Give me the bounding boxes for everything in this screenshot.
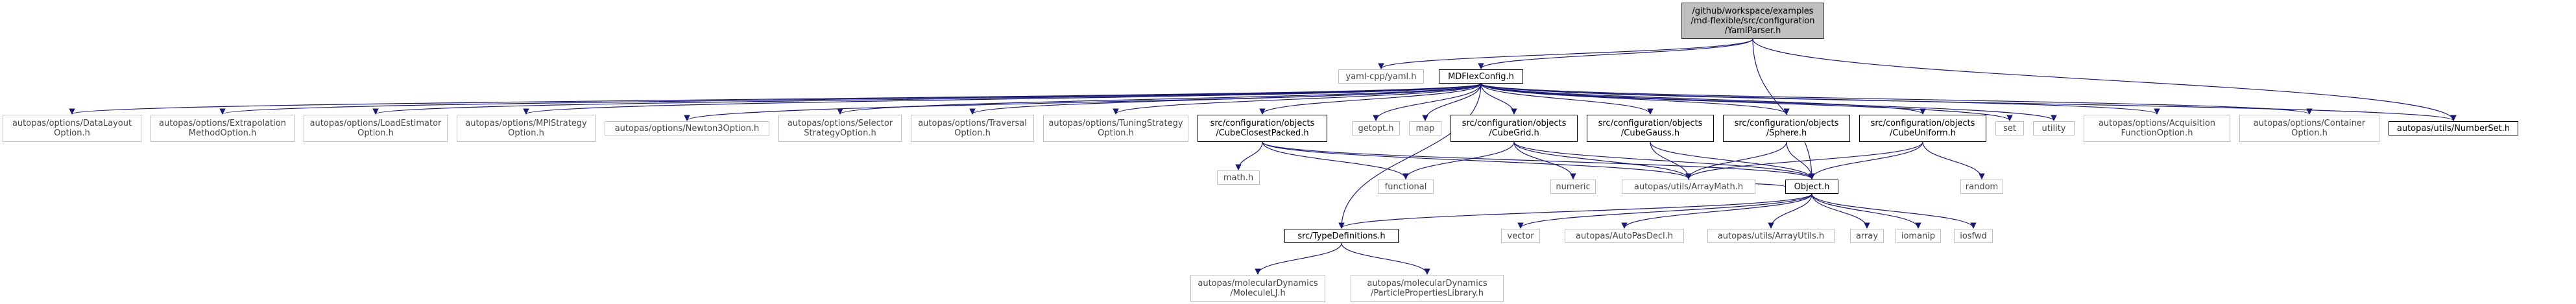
edge-mdflexconfig-to-getopt [1373, 83, 1482, 121]
node-cubegrid[interactable]: src/configuration/objects /CubeGrid.h [1451, 115, 1578, 142]
edge-mdflexconfig-to-loadestimator [372, 83, 1482, 115]
node-utility: utility [2033, 121, 2075, 135]
node-mathh: math.h [1217, 170, 1260, 185]
edge-mdflexconfig-to-container [1480, 83, 2313, 115]
edge-cubeclosest-to-functional [1262, 141, 1409, 180]
edge-cubegrid-to-numeric [1513, 141, 1576, 180]
node-vector: vector [1501, 229, 1540, 243]
edge-mdflexconfig-to-mpistrategy [523, 83, 1482, 115]
node-functional: functional [1378, 180, 1434, 194]
node-iomanip: iomanip [1896, 229, 1941, 243]
edge-cubeuniform-to-random [1922, 141, 1985, 180]
node-numberset[interactable]: autopas/utils/NumberSet.h [2389, 121, 2518, 135]
edge-mdflexconfig-to-numberset [1480, 83, 2457, 121]
edge-cubegrid-to-object [1513, 141, 1815, 180]
node-particleprops: autopas/molecularDynamics /ParticlePrope… [1351, 275, 1504, 302]
node-cubegauss[interactable]: src/configuration/objects /CubeGauss.h [1587, 115, 1714, 142]
node-cubeclosest[interactable]: src/configuration/objects /CubeClosestPa… [1198, 115, 1327, 142]
node-newton3: autopas/options/Newton3Option.h [605, 121, 769, 135]
node-map: map [1409, 121, 1441, 135]
node-traversal: autopas/options/Traversal Option.h [911, 115, 1034, 142]
edge-yamlparser-to-mdflexconfig [1478, 38, 1753, 69]
edge-yamlparser-to-yamlcpp [1378, 38, 1753, 69]
edge-typedefs-to-particleprops [1341, 242, 1430, 275]
node-numeric: numeric [1550, 180, 1596, 194]
edge-object-to-arrayutils [1768, 193, 1812, 229]
edge-mdflexconfig-to-tuning [1113, 83, 1482, 115]
edge-object-to-autopasdecl [1621, 193, 1812, 229]
node-moleculelj: autopas/molecularDynamics /MoleculeLJ.h [1190, 275, 1325, 302]
edge-mdflexconfig-to-cubeclosest [1259, 83, 1482, 115]
node-random: random [1960, 180, 2003, 194]
node-yamlparser: /github/workspace/examples /md-flexible/… [1681, 3, 1824, 39]
edge-object-to-iosfwd [1811, 193, 1977, 229]
node-arraymath: autopas/utils/ArrayMath.h [1622, 180, 1755, 194]
node-iosfwd: iosfwd [1954, 229, 1993, 243]
edge-mdflexconfig-to-cubegrid [1480, 83, 1517, 115]
edge-cubeclosest-to-object [1262, 141, 1815, 180]
node-typedefs[interactable]: src/TypeDefinitions.h [1284, 229, 1399, 243]
edge-cubegauss-to-object [1650, 141, 1815, 180]
node-loadestimator: autopas/options/LoadEstimator Option.h [304, 115, 448, 142]
edge-mdflexconfig-to-cubeuniform [1480, 83, 1926, 115]
node-yamlcpp: yaml-cpp/yaml.h [1338, 69, 1424, 84]
node-sphere[interactable]: src/configuration/objects /Sphere.h [1723, 115, 1850, 142]
edge-cubegrid-to-functional [1402, 141, 1515, 180]
edge-object-to-iomanip [1811, 193, 1921, 229]
edge-mdflexconfig-to-acquisition [1480, 83, 2160, 115]
edge-cubeclosest-to-arraymath [1262, 141, 1692, 180]
edge-cubegrid-to-arraymath [1513, 141, 1692, 180]
node-array: array [1850, 229, 1884, 243]
edge-mdflexconfig-to-sphere [1480, 83, 1790, 115]
node-selector: autopas/options/Selector StrategyOption.… [778, 115, 902, 142]
node-tuning: autopas/options/TuningStrategy Option.h [1043, 115, 1188, 142]
edge-typedefs-to-moleculelj [1255, 242, 1342, 275]
edge-mdflexconfig-to-utility [1480, 83, 2057, 121]
node-container: autopas/options/Container Option.h [2239, 115, 2379, 142]
edge-mdflexconfig-to-cubegauss [1480, 83, 1654, 115]
edge-yamlparser-to-numberset [1752, 38, 2457, 121]
node-extrapolation: autopas/options/Extrapolation MethodOpti… [150, 115, 295, 142]
edge-object-to-array [1811, 193, 1870, 229]
edge-object-to-vector [1517, 193, 1812, 229]
node-mdflexconfig[interactable]: MDFlexConfig.h [1439, 69, 1523, 84]
node-cubeuniform[interactable]: src/configuration/objects /CubeUniform.h [1859, 115, 1986, 142]
node-set: set [1995, 121, 2024, 135]
node-mpistrategy: autopas/options/MPIStrategy Option.h [457, 115, 596, 142]
node-object[interactable]: Object.h [1785, 180, 1838, 194]
node-acquisition: autopas/options/Acquisition FunctionOpti… [2084, 115, 2230, 142]
node-getopt: getopt.h [1352, 121, 1400, 135]
edge-object-to-typedefs [1338, 193, 1812, 229]
node-autopasdecl: autopas/AutoPasDecl.h [1565, 229, 1684, 243]
edge-mdflexconfig-to-map [1422, 83, 1482, 121]
edge-cubeclosest-to-mathh [1235, 141, 1263, 170]
edge-mdflexconfig-to-traversal [969, 83, 1482, 115]
edge-mdflexconfig-to-selector [837, 83, 1482, 115]
edge-mdflexconfig-to-extrapolation [219, 83, 1482, 115]
edge-sphere-to-arraymath [1685, 141, 1787, 180]
edge-yamlparser-to-object [1752, 38, 1815, 180]
edge-cubeuniform-to-object [1809, 141, 1923, 180]
node-arrayutils: autopas/utils/ArrayUtils.h [1707, 229, 1835, 243]
node-datalayout: autopas/options/DataLayout Option.h [3, 115, 141, 142]
edge-cubeuniform-to-arraymath [1685, 141, 1923, 180]
